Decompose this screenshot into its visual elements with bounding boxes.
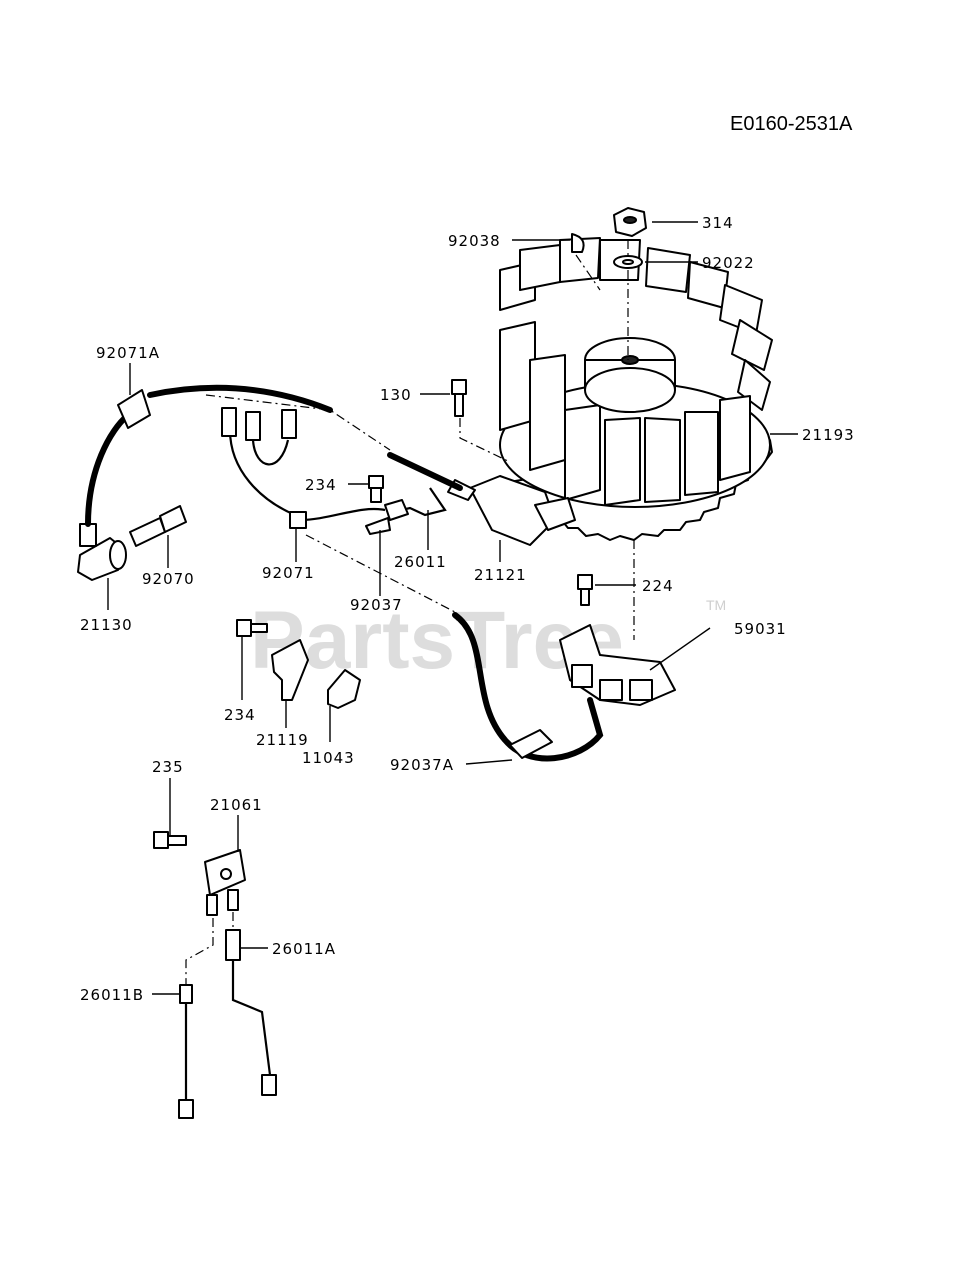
label-26011B[interactable]: 26011B	[80, 986, 144, 1004]
lead-wire-26011B[interactable]	[178, 984, 194, 1119]
label-21119[interactable]: 21119	[256, 731, 309, 749]
lead-wire-26011A[interactable]	[225, 929, 277, 1096]
label-92022[interactable]: 92022	[702, 254, 755, 272]
bracket-21119[interactable]	[271, 639, 309, 701]
label-11043[interactable]: 11043	[302, 749, 355, 767]
label-26011[interactable]: 26011	[394, 553, 447, 571]
label-92070[interactable]: 92070	[142, 570, 195, 588]
high-tension-lead	[387, 452, 463, 491]
ignition-coil-21121[interactable]	[447, 475, 576, 546]
label-235[interactable]: 235	[152, 758, 184, 776]
bolt-130[interactable]	[451, 379, 467, 417]
lead-wire-26011[interactable]	[384, 487, 447, 521]
lead-clamp-92037A[interactable]	[452, 612, 604, 762]
label-92071A[interactable]: 92071A	[96, 344, 160, 362]
label-21193[interactable]: 21193	[802, 426, 855, 444]
part-labels: 314 92038 92022 92071A 130 21193 234 920…	[80, 214, 855, 1004]
label-92037[interactable]: 92037	[350, 596, 403, 614]
key-92038[interactable]	[571, 233, 585, 253]
spark-plug-92070[interactable]	[129, 505, 187, 547]
label-92037A[interactable]: 92037A	[390, 756, 454, 774]
watermark-trademark: TM	[706, 597, 726, 613]
label-21061[interactable]: 21061	[210, 796, 263, 814]
bolt-235[interactable]	[153, 831, 187, 849]
leader-lines	[107, 221, 798, 995]
nut-314[interactable]	[613, 207, 647, 237]
label-234-upper[interactable]: 234	[305, 476, 337, 494]
rectifier-21061[interactable]	[204, 849, 246, 916]
label-224[interactable]: 224	[642, 577, 674, 595]
diagram-code: E0160-2531A	[730, 113, 853, 135]
label-21130[interactable]: 21130	[80, 616, 133, 634]
label-314[interactable]: 314	[702, 214, 734, 232]
washer-92022[interactable]	[613, 255, 643, 269]
label-92038[interactable]: 92038	[448, 232, 501, 250]
label-21121[interactable]: 21121	[474, 566, 527, 584]
bolt-234-lower[interactable]	[236, 619, 268, 637]
charge-coil-59031[interactable]	[559, 624, 676, 706]
plate-11043[interactable]	[327, 669, 361, 709]
label-26011A[interactable]: 26011A	[272, 940, 336, 958]
label-130[interactable]: 130	[380, 386, 412, 404]
plug-cap-21130[interactable]	[77, 523, 127, 581]
label-234-lower[interactable]: 234	[224, 706, 256, 724]
wire-92071A[interactable]	[85, 384, 333, 527]
clamp-92037[interactable]	[365, 517, 391, 535]
wire-harness-92071[interactable]	[221, 407, 386, 529]
label-59031[interactable]: 59031	[734, 620, 787, 638]
bolt-224[interactable]	[577, 574, 593, 606]
bolt-234-upper[interactable]	[368, 475, 384, 503]
label-92071[interactable]: 92071	[262, 564, 315, 582]
